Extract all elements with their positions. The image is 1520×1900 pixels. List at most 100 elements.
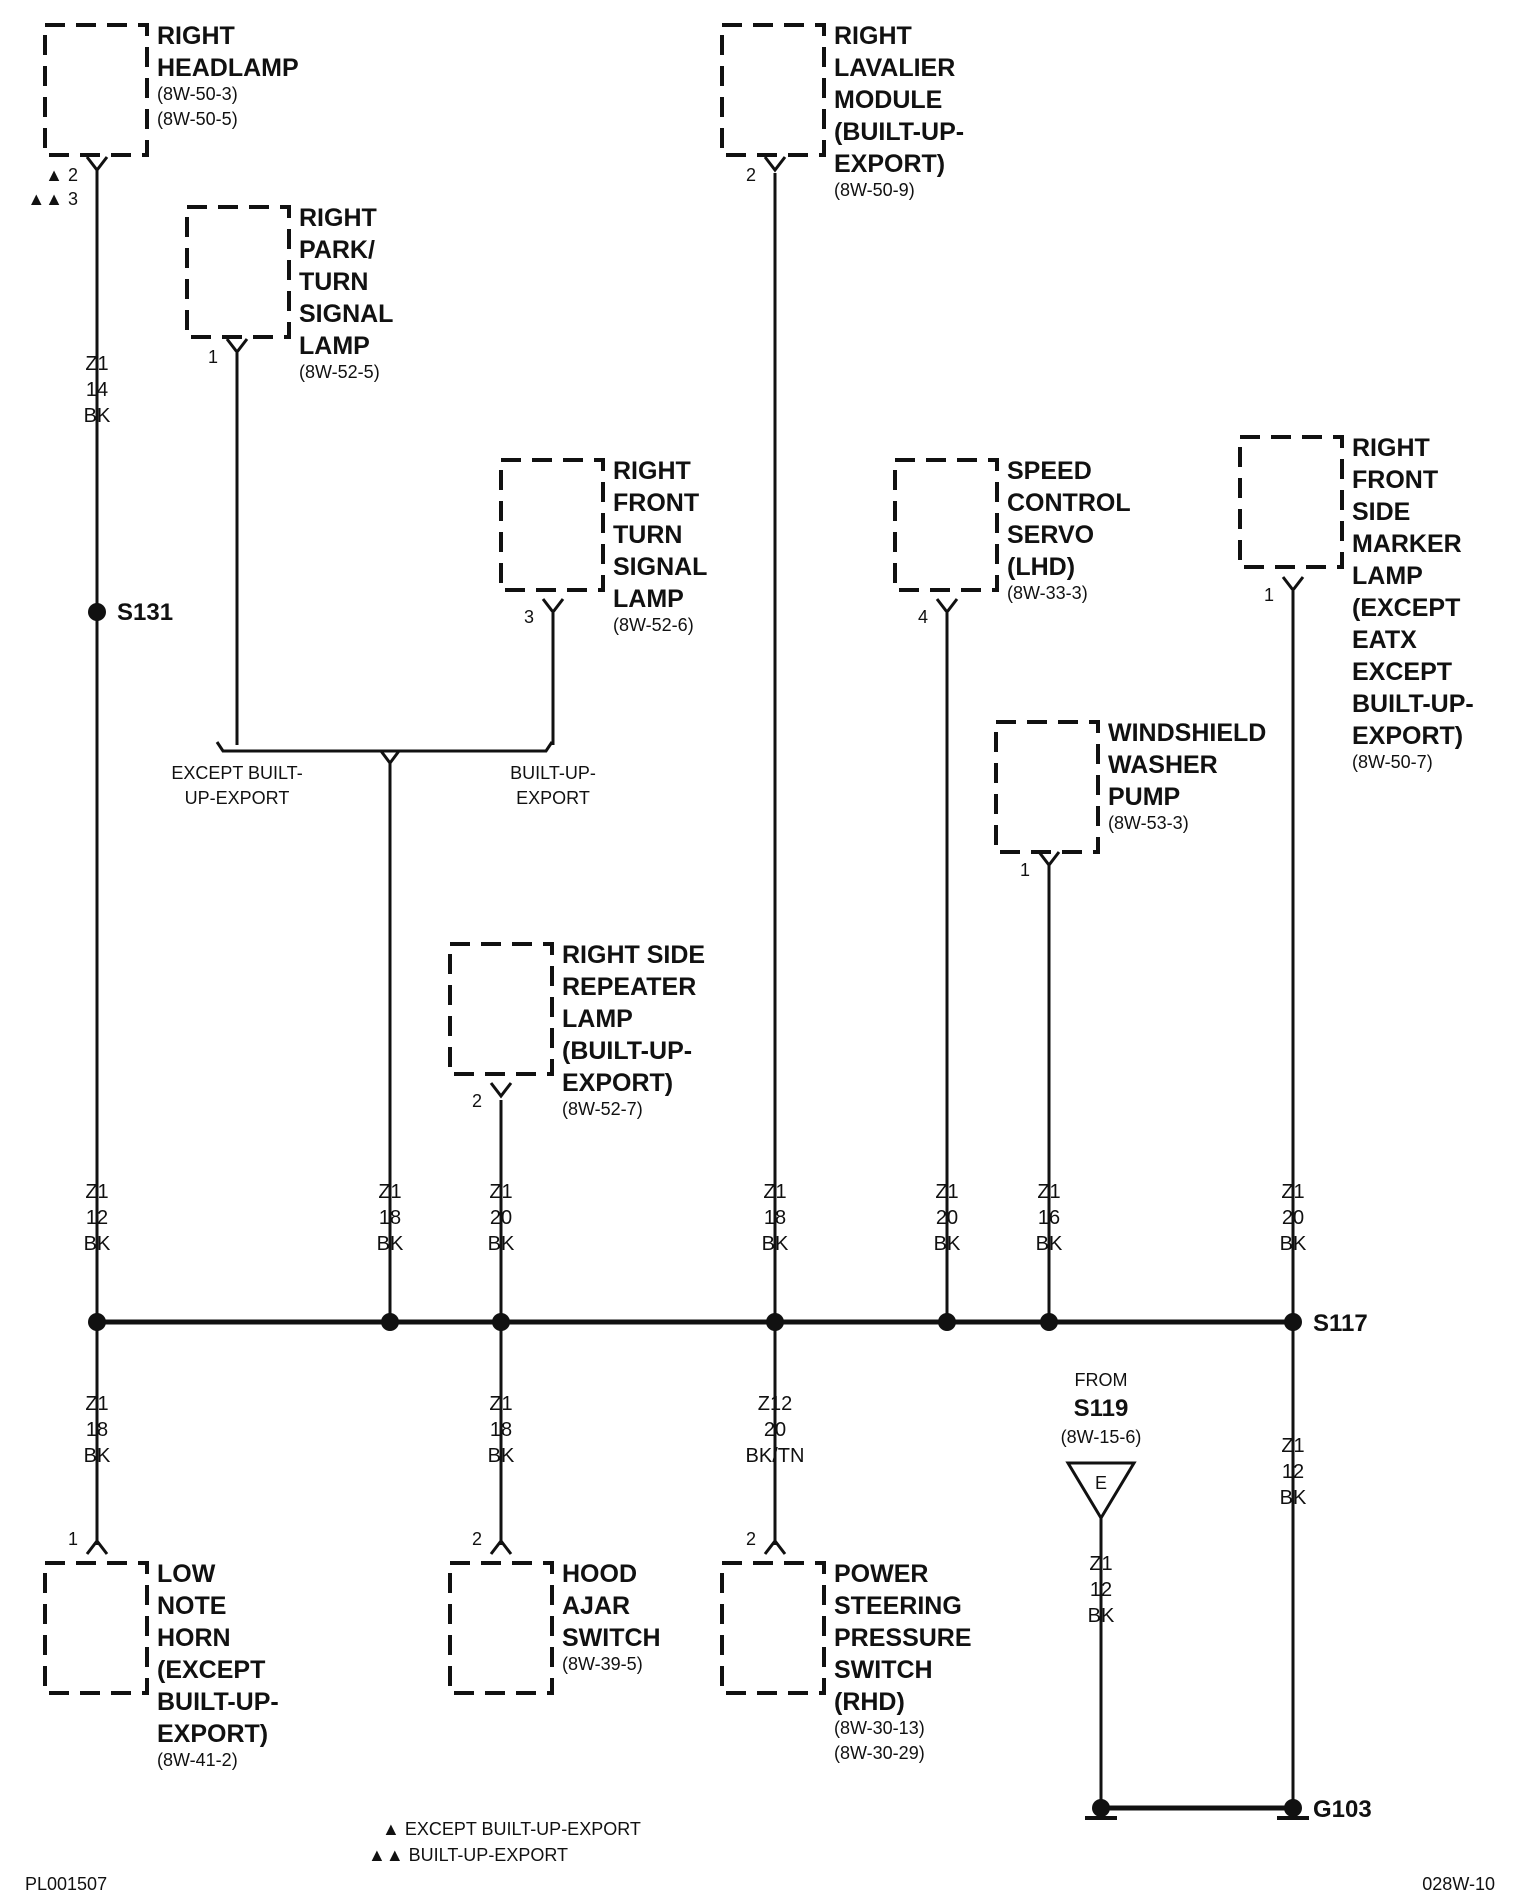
side-marker-label: BUILT-UP- [1352, 690, 1474, 718]
right-headlamp-ref: (8W-50-5) [157, 109, 238, 129]
right-front-turn-label: TURN [613, 521, 682, 549]
right-park-turn-label: LAMP [299, 332, 370, 360]
ps-pressure-label: STEERING [834, 1592, 962, 1620]
bus-splice-dot [938, 1313, 956, 1331]
wire-label-s117_g103: BK [1280, 1487, 1307, 1509]
low-note-horn-label: NOTE [157, 1592, 226, 1620]
connector-letter: E [1095, 1473, 1107, 1493]
wires [95, 170, 1309, 1820]
wire-label-washer_pump: BK [1036, 1233, 1063, 1255]
wire-label-park_branch: Z1 [378, 1181, 401, 1203]
right-park-turn-label: PARK/ [299, 236, 375, 264]
ps-pressure-label: PRESSURE [834, 1624, 972, 1652]
wire-label-washer_pump: Z1 [1037, 1181, 1060, 1203]
low-note-horn-label: EXPORT) [157, 1720, 268, 1748]
bus-splice-dot [381, 1313, 399, 1331]
wire-label-side_marker: Z1 [1281, 1181, 1304, 1203]
wire-label-headlamp_lower: 12 [86, 1207, 108, 1229]
right-park-turn-label: SIGNAL [299, 300, 393, 328]
right-lavalier-box [720, 23, 826, 157]
washer-pump-label: PUMP [1108, 783, 1180, 811]
washer-pump-box [994, 720, 1100, 854]
washer-pump-label: WASHER [1108, 751, 1218, 779]
side-repeater-label: RIGHT SIDE [562, 941, 705, 969]
right-front-turn-label: FRONT [613, 489, 699, 517]
branch-label-right: BUILT-UP- [510, 763, 596, 783]
side-marker-label: EATX [1352, 626, 1417, 654]
s131-dot [88, 603, 106, 621]
s119-label: S119 [1074, 1395, 1129, 1422]
wire-label-ps_pressure: 20 [764, 1419, 786, 1441]
hood-ajar-pin [489, 1538, 513, 1555]
g103-label: G103 [1313, 1796, 1372, 1823]
right-park-turn-label: TURN [299, 268, 368, 296]
right-front-turn-label: SIGNAL [613, 553, 707, 581]
right-headlamp-ref: (8W-50-3) [157, 84, 238, 104]
speed-control-pin-number: 4 [918, 607, 928, 627]
side-repeater-label: REPEATER [562, 973, 696, 1001]
right-front-turn-box [499, 458, 605, 592]
right-lavalier-label: RIGHT [834, 22, 912, 50]
wire-label-from_s119: Z1 [1089, 1553, 1112, 1575]
right-lavalier-ref: (8W-50-9) [834, 180, 915, 200]
wire-label-ps_pressure: BK/TN [746, 1445, 805, 1467]
wire-label-hood_ajar: Z1 [489, 1393, 512, 1415]
right-lavalier-pin [763, 156, 787, 173]
right-lavalier-pin-number: 2 [746, 165, 756, 185]
ps-pressure-box [720, 1561, 826, 1695]
wire-label-speed_control: BK [934, 1233, 961, 1255]
speed-control-box [893, 458, 999, 592]
low-note-horn-label: LOW [157, 1560, 216, 1588]
wire-label-side_marker: BK [1280, 1233, 1307, 1255]
low-note-horn-label: HORN [157, 1624, 231, 1652]
s117-label: S117 [1313, 1310, 1368, 1337]
s117-dot [1284, 1313, 1302, 1331]
wire-label-park_branch: BK [377, 1233, 404, 1255]
side-repeater-pin [489, 1082, 513, 1099]
hood-ajar-ref: (8W-39-5) [562, 1654, 643, 1674]
branch-label-left: UP-EXPORT [185, 788, 290, 808]
branch-bracket [215, 741, 554, 753]
right-park-turn-ref: (8W-52-5) [299, 362, 380, 382]
right-lavalier-label: (BUILT-UP- [834, 118, 964, 146]
wire-label-from_s119: 12 [1090, 1579, 1112, 1601]
hood-ajar-label: HOOD [562, 1560, 637, 1588]
side-marker-pin [1281, 576, 1305, 593]
low-note-horn-pin [85, 1538, 109, 1555]
right-front-turn-label: LAMP [613, 585, 684, 613]
right-lavalier-label: MODULE [834, 86, 942, 114]
headlamp-pin-3: ▲▲ 3 [27, 189, 78, 209]
s131-label: S131 [117, 599, 173, 626]
right-park-turn-pin-number: 1 [208, 347, 218, 367]
bus-splice-dot [1040, 1313, 1058, 1331]
side-marker-label: FRONT [1352, 466, 1438, 494]
washer-pump-pin [1037, 851, 1061, 868]
side-repeater-label: LAMP [562, 1005, 633, 1033]
headlamp-pin-2: ▲ 2 [45, 165, 78, 185]
side-marker-ref: (8W-50-7) [1352, 752, 1433, 772]
wire-label-horn: BK [84, 1445, 111, 1467]
wire-label-ps_pressure: Z12 [758, 1393, 792, 1415]
wire-label-hood_ajar: 18 [490, 1419, 512, 1441]
right-front-turn-label: RIGHT [613, 457, 691, 485]
wire-label-lavalier: 18 [764, 1207, 786, 1229]
right-lavalier-label: EXPORT) [834, 150, 945, 178]
hood-ajar-box [448, 1561, 554, 1695]
bus-splice-dot [88, 1313, 106, 1331]
right-park-turn-pin [225, 338, 249, 355]
side-marker-label: LAMP [1352, 562, 1423, 590]
washer-pump-pin-number: 1 [1020, 860, 1030, 880]
wire-label-speed_control: 20 [936, 1207, 958, 1229]
low-note-horn-ref: (8W-41-2) [157, 1750, 238, 1770]
right-headlamp-pin [85, 156, 109, 173]
branch-label-right: EXPORT [516, 788, 590, 808]
hood-ajar-label: AJAR [562, 1592, 630, 1620]
low-note-horn-label: BUILT-UP- [157, 1688, 279, 1716]
washer-pump-ref: (8W-53-3) [1108, 813, 1189, 833]
side-marker-label: EXPORT) [1352, 722, 1463, 750]
side-repeater-ref: (8W-52-7) [562, 1099, 643, 1119]
wire-label-s117_g103: 12 [1282, 1461, 1304, 1483]
s119-ref: (8W-15-6) [1061, 1427, 1142, 1447]
